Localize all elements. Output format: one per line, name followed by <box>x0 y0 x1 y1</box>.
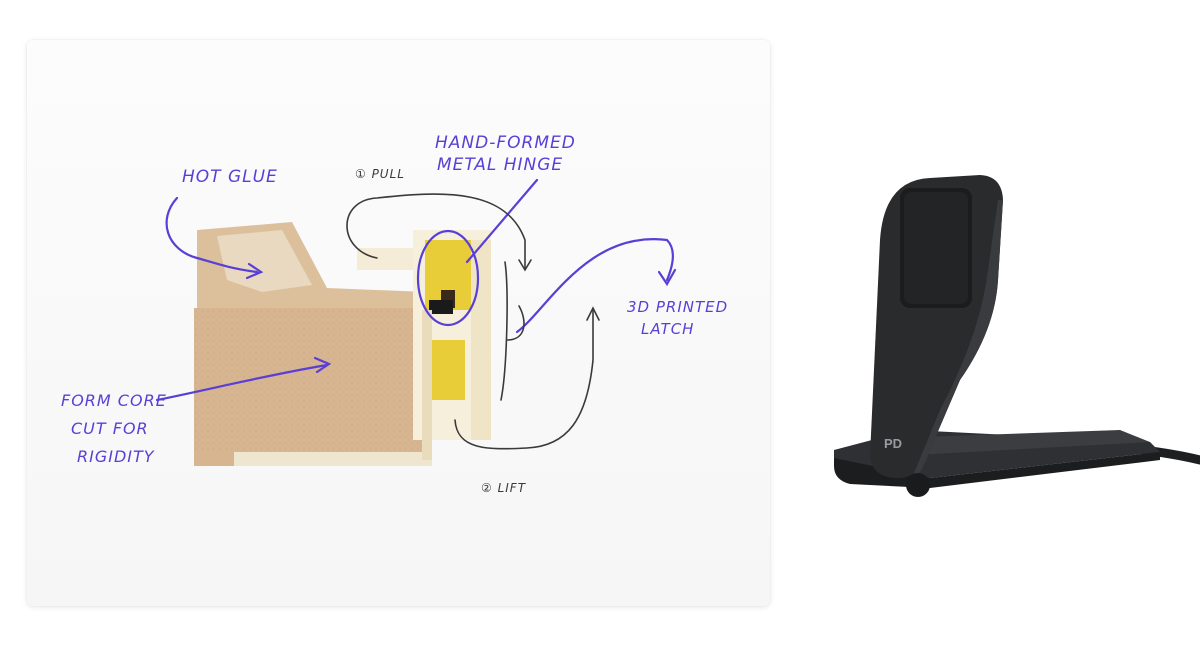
label-latch-line2: LATCH <box>641 320 694 338</box>
label-pull: ① PULL <box>355 167 405 181</box>
latch-assembly <box>357 230 491 460</box>
charging-stand: PD <box>834 175 1200 497</box>
label-hinge-line1: HAND-FORMED <box>435 133 576 153</box>
label-hot-glue: HOT GLUE <box>182 167 278 187</box>
charging-stand-photo: PD <box>820 160 1200 520</box>
prototype-sketch: HOT GLUE ① PULL HAND-FORMED METAL HINGE … <box>61 133 728 495</box>
label-foam-line1: FORM CORE <box>61 391 167 410</box>
label-lift: ② LIFT <box>481 481 527 495</box>
hinge-knob <box>906 473 930 497</box>
label-foam-line3: RIGIDITY <box>77 447 155 466</box>
label-foam-line2: CUT FOR <box>71 419 149 438</box>
label-hinge-line2: METAL HINGE <box>437 155 563 175</box>
brand-logo: PD <box>884 436 902 451</box>
ink-annotations <box>155 178 677 402</box>
pencil-arrows <box>346 193 600 450</box>
label-latch-line1: 3D PRINTED <box>627 298 728 316</box>
prototype-photo-card: HOT GLUE ① PULL HAND-FORMED METAL HINGE … <box>27 40 770 606</box>
